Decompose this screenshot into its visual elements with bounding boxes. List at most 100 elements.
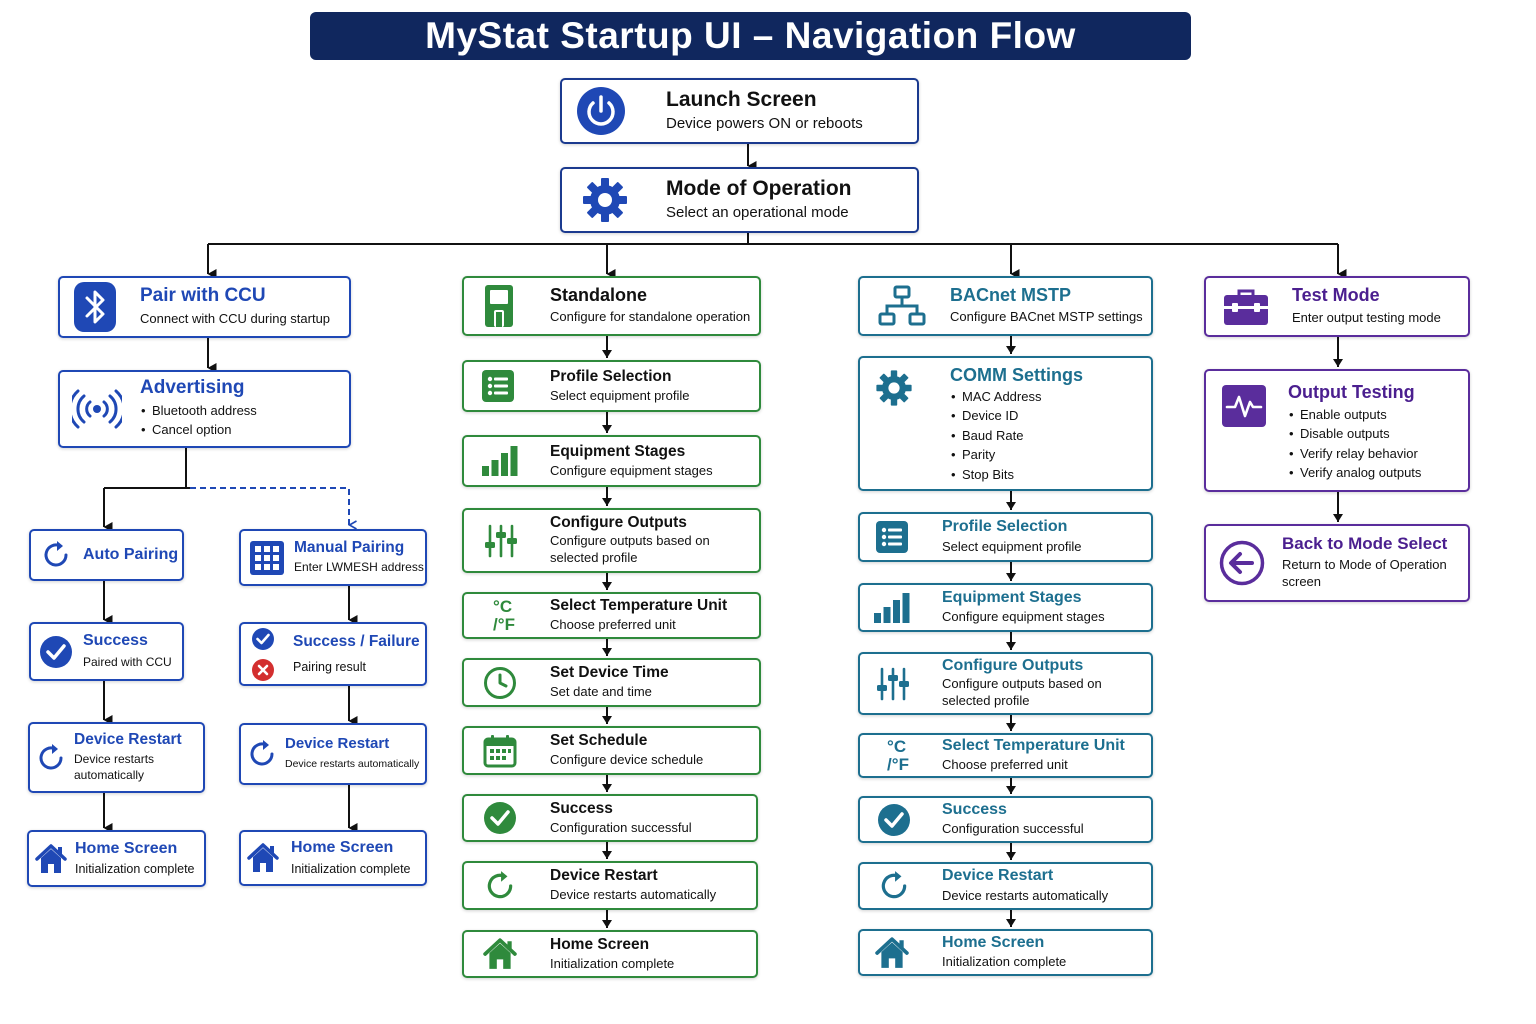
list-item: Device ID	[951, 406, 1151, 426]
node-title: Success	[550, 799, 613, 817]
node-subtitle: Connect with CCU during startup	[140, 311, 331, 326]
node-subtitle: Configuration successful	[942, 821, 1084, 837]
pair-with-ccu-node: Pair with CCU Connect with CCU during st…	[58, 276, 351, 338]
node-subtitle: Device restarts automatically	[550, 887, 717, 903]
node-title: Device Restart	[550, 867, 658, 885]
power-icon	[576, 86, 646, 136]
node-title: Output Testing	[1288, 382, 1415, 402]
node-title: Success	[942, 800, 1007, 818]
gear-icon	[874, 368, 914, 408]
node-title: Home Screen	[550, 935, 650, 953]
node-subtitle: Return to Mode of Operation screen	[1282, 557, 1447, 590]
bullet-list: Enable outputs Disable outputs Verify re…	[1288, 405, 1468, 483]
temp-unit-glyph: °C /°F	[887, 736, 909, 774]
node-title: Equipment Stages	[550, 442, 686, 460]
device-restart-node-standalone: Device Restart Device restarts automatic…	[462, 861, 758, 910]
node-subtitle: Select an operational mode	[666, 204, 849, 222]
bluetooth-icon	[74, 282, 116, 332]
node-subtitle: Choose preferred unit	[550, 617, 676, 633]
temp-unit-icon: °C /°F	[878, 736, 918, 774]
test-mode-node: Test Mode Enter output testing mode	[1204, 276, 1470, 337]
list-item: Parity	[951, 445, 1151, 465]
node-title: Back to Mode Select	[1282, 533, 1448, 553]
toolbox-icon	[1222, 287, 1270, 327]
success-failure-node: Success / Failure Pairing result	[239, 622, 427, 686]
node-title: Advertising	[140, 377, 245, 399]
temp-unit-icon: °C /°F	[484, 596, 524, 634]
list-item: Enable outputs	[1289, 405, 1468, 425]
node-subtitle: Initialization complete	[75, 862, 195, 877]
list-item: Baud Rate	[951, 426, 1151, 446]
node-subtitle: Configure for standalone operation	[550, 309, 751, 325]
check-circle-icon	[39, 635, 73, 669]
node-title: Profile Selection	[550, 367, 672, 385]
node-title: BACnet MSTP	[950, 284, 1071, 305]
list-item: Verify analog outputs	[1289, 463, 1468, 483]
check-circle-icon	[482, 801, 518, 835]
success-node-bacnet: Success Configuration successful	[858, 796, 1153, 843]
node-title: Mode of Operation	[666, 177, 852, 201]
back-to-mode-select-node: Back to Mode Select Return to Mode of Op…	[1204, 524, 1470, 602]
restart-icon	[247, 739, 277, 769]
node-subtitle: Set date and time	[550, 684, 652, 700]
node-title: Success / Failure	[293, 632, 420, 650]
profile-selection-node-standalone: Profile Selection Select equipment profi…	[462, 360, 761, 412]
edge-adv-split	[104, 448, 190, 489]
list-item: Stop Bits	[951, 465, 1151, 485]
node-subtitle: Device restarts automatically	[74, 752, 155, 783]
home-icon	[35, 843, 67, 874]
node-title: Select Temperature Unit	[942, 736, 1125, 754]
node-subtitle: Configure equipment stages	[550, 462, 713, 478]
home-icon	[482, 938, 518, 970]
home-screen-node-standalone: Home Screen Initialization complete	[462, 930, 758, 978]
node-subtitle: Initialization complete	[550, 955, 675, 971]
bullet-list: MAC Address Device ID Baud Rate Parity S…	[950, 387, 1151, 485]
set-device-time-node: Set Device Time Set date and time	[462, 658, 761, 707]
node-title: Device Restart	[74, 731, 182, 749]
success-node-left: Success Paired with CCU	[29, 622, 184, 681]
bars-icon	[482, 446, 518, 476]
node-subtitle: Enter output testing mode	[1292, 309, 1441, 325]
node-subtitle: Device restarts automatically	[942, 887, 1109, 903]
restart-icon	[36, 743, 66, 773]
node-title: Pair with CCU	[140, 285, 266, 307]
home-icon	[874, 936, 910, 969]
sliders-icon	[484, 524, 518, 558]
advertising-node: Advertising Bluetooth address Cancel opt…	[58, 370, 351, 448]
back-arrow-icon	[1218, 540, 1266, 586]
output-testing-node: Output Testing Enable outputs Disable ou…	[1204, 369, 1470, 492]
node-subtitle: Select equipment profile	[942, 538, 1082, 554]
list-item: Cancel option	[141, 420, 349, 440]
home-icon	[247, 843, 279, 873]
restart-icon	[482, 870, 518, 902]
list-icon	[876, 521, 908, 553]
node-title: Configure Outputs	[942, 656, 1084, 674]
node-title: Home Screen	[75, 839, 178, 857]
device-icon	[484, 285, 514, 327]
home-screen-node-manual: Home Screen Initialization complete	[239, 830, 427, 886]
node-title: Device Restart	[942, 867, 1054, 885]
temp-unit-glyph: °C /°F	[493, 596, 515, 634]
node-subtitle: Configure equipment stages	[942, 609, 1105, 625]
gear-icon	[580, 175, 650, 225]
temperature-unit-node-standalone: °C /°F Select Temperature Unit Choose pr…	[462, 592, 761, 639]
node-subtitle: Device restarts automatically	[285, 757, 420, 770]
node-subtitle: Initialization complete	[291, 861, 411, 876]
node-title: Home Screen	[942, 933, 1045, 951]
node-title: Auto Pairing	[83, 546, 179, 564]
list-item: Bluetooth address	[141, 401, 349, 421]
x-circle-icon	[252, 658, 274, 681]
bullet-list: Bluetooth address Cancel option	[140, 401, 349, 440]
node-title: Launch Screen	[666, 88, 817, 112]
diagram-title: MyStat Startup UI – Navigation Flow	[310, 12, 1191, 60]
sliders-icon	[876, 667, 910, 701]
home-screen-node-left: Home Screen Initialization complete	[27, 830, 206, 887]
device-restart-node-left: Device Restart Device restarts automatic…	[28, 722, 205, 793]
node-subtitle: Pairing result	[293, 659, 366, 674]
edge-dashed-manual	[190, 487, 357, 530]
list-icon	[482, 370, 514, 402]
node-subtitle: Configure outputs based on selected prof…	[550, 533, 710, 566]
check-circle-icon	[876, 803, 912, 837]
node-subtitle: Configuration successful	[550, 819, 692, 835]
